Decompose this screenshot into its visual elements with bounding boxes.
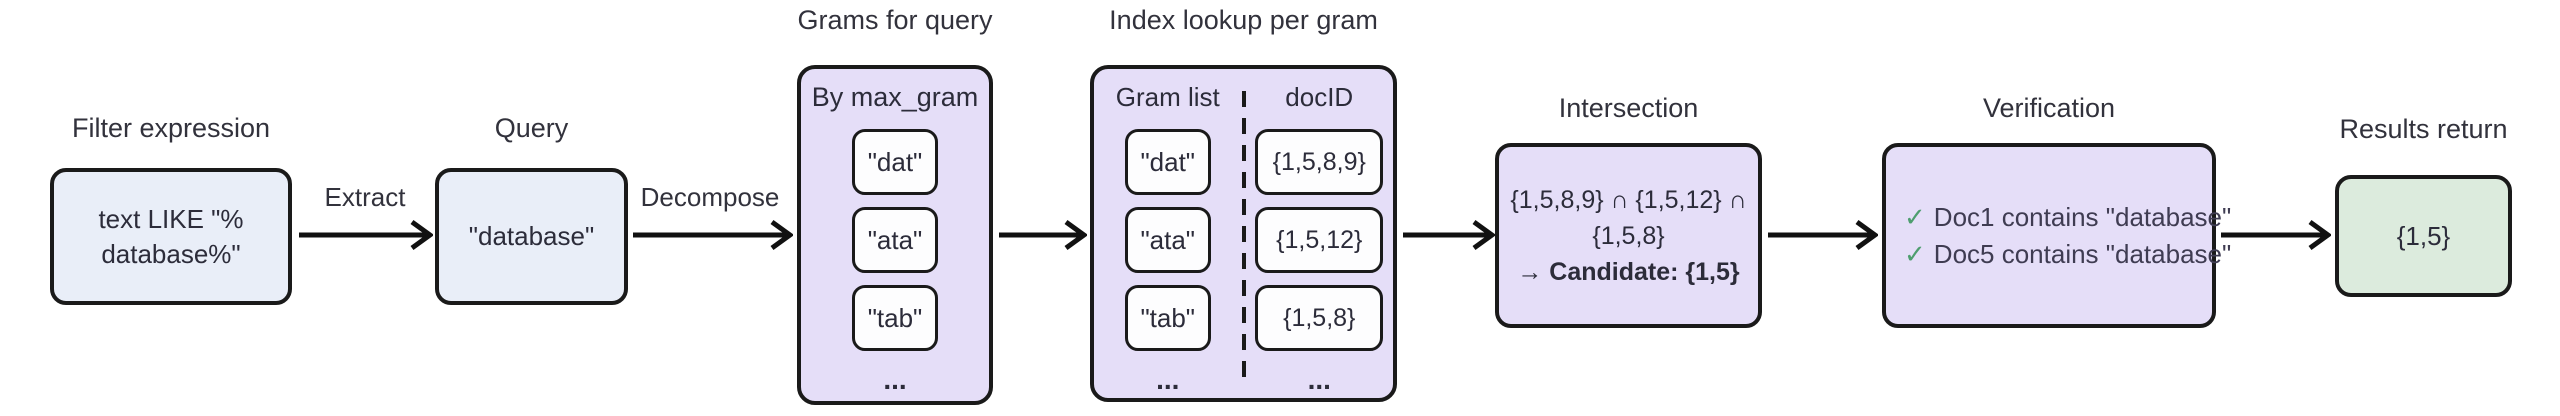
index-lookup-box: Gram list "dat" "ata" "tab" ... docID {1… (1090, 65, 1397, 402)
docid-chip-label: {1,5,12} (1276, 225, 1363, 254)
check-icon: ✓ (1904, 238, 1926, 269)
gram-chip: "ata" (852, 207, 938, 273)
grams-for-query-title: Grams for query (797, 5, 993, 35)
filter-expression-title: Filter expression (71, 113, 271, 143)
results-value: {1,5} (2396, 220, 2451, 251)
gram-chip-label: "ata" (1140, 224, 1196, 255)
extract-arrow-label: Extract (324, 182, 406, 212)
verification-box: ✓Doc1 contains "database" ✓Doc5 contains… (1882, 143, 2231, 328)
docid-chip-label: {1,5,8} (1283, 303, 1356, 332)
intersection-result-line: → Candidate: {1,5} (1517, 254, 1739, 290)
gram-list-ellipsis: ... (1156, 364, 1180, 395)
gram-chip: "tab" (1124, 285, 1211, 351)
gram-chip-label: "ata" (867, 224, 923, 255)
gram-chip: "dat" (1124, 129, 1211, 195)
grams-ellipsis: ... (883, 364, 907, 395)
docid-ellipsis: ... (1307, 364, 1331, 395)
intersection-line1: {1,5,8,9} ∩ {1,5,12} ∩ (1510, 185, 1747, 214)
filter-expression-line1: text LIKE "% (98, 203, 244, 234)
gram-chip-label: "tab" (867, 302, 923, 333)
docid-chip-label: {1,5,8,9} (1272, 147, 1366, 176)
docid-column: docID {1,5,8,9} {1,5,12} {1,5,8} ... (1246, 69, 1394, 398)
filter-expression-box: text LIKE "% database%" (50, 168, 292, 305)
verification-row: ✓Doc5 contains "database" (1904, 236, 2231, 273)
decompose-arrow (633, 219, 793, 251)
intersection-line2: {1,5,8} (1592, 221, 1665, 250)
candidate-result: Candidate: {1,5} (1549, 257, 1740, 286)
docid-chip: {1,5,8,9} (1255, 129, 1384, 195)
query-value: "database" (468, 221, 595, 251)
column-divider (1241, 91, 1246, 382)
extract-arrow (299, 219, 433, 251)
index-lookup-title: Index lookup per gram (1109, 5, 1378, 35)
gram-chip-label: "tab" (1140, 302, 1196, 333)
results-box: {1,5} (2335, 175, 2512, 297)
right-arrow-glyph: → (1517, 257, 1543, 286)
gram-chip-label: "dat" (867, 146, 923, 177)
query-title: Query (494, 113, 569, 143)
filter-expression-line2: database%" (101, 238, 241, 269)
verification-to-results-arrow (2221, 219, 2331, 251)
check-icon: ✓ (1904, 201, 1926, 232)
decompose-arrow-label: Decompose (640, 182, 780, 212)
intersection-box: {1,5,8,9} ∩ {1,5,12} ∩ {1,5,8} → Candida… (1495, 143, 1762, 328)
filter-expression-text: text LIKE "% database%" (98, 202, 243, 272)
index-to-intersection-arrow (1403, 219, 1495, 251)
grams-box: By max_gram "dat" "ata" "tab" ... (797, 65, 993, 405)
gram-list-header: Gram list (1115, 82, 1220, 112)
grams-header: By max_gram (811, 82, 979, 112)
gram-list-column: Gram list "dat" "ata" "tab" ... (1094, 69, 1242, 398)
gram-chip: "dat" (852, 129, 938, 195)
gram-chip: "tab" (852, 285, 938, 351)
verification-text: Doc5 contains "database" (1933, 238, 2232, 269)
docid-chip: {1,5,8} (1255, 285, 1384, 351)
intersection-title: Intersection (1558, 93, 1699, 123)
gram-chip-label: "dat" (1140, 146, 1196, 177)
docid-chip: {1,5,12} (1255, 207, 1384, 273)
grams-to-index-arrow (999, 219, 1087, 251)
docid-header: docID (1285, 82, 1354, 112)
results-return-title: Results return (2339, 114, 2508, 144)
verification-row: ✓Doc1 contains "database" (1904, 199, 2231, 236)
query-box: "database" (435, 168, 628, 305)
intersection-to-verification-arrow (1768, 219, 1878, 251)
gram-chip: "ata" (1124, 207, 1211, 273)
verification-title: Verification (1982, 93, 2116, 123)
verification-text: Doc1 contains "database" (1933, 201, 2232, 232)
